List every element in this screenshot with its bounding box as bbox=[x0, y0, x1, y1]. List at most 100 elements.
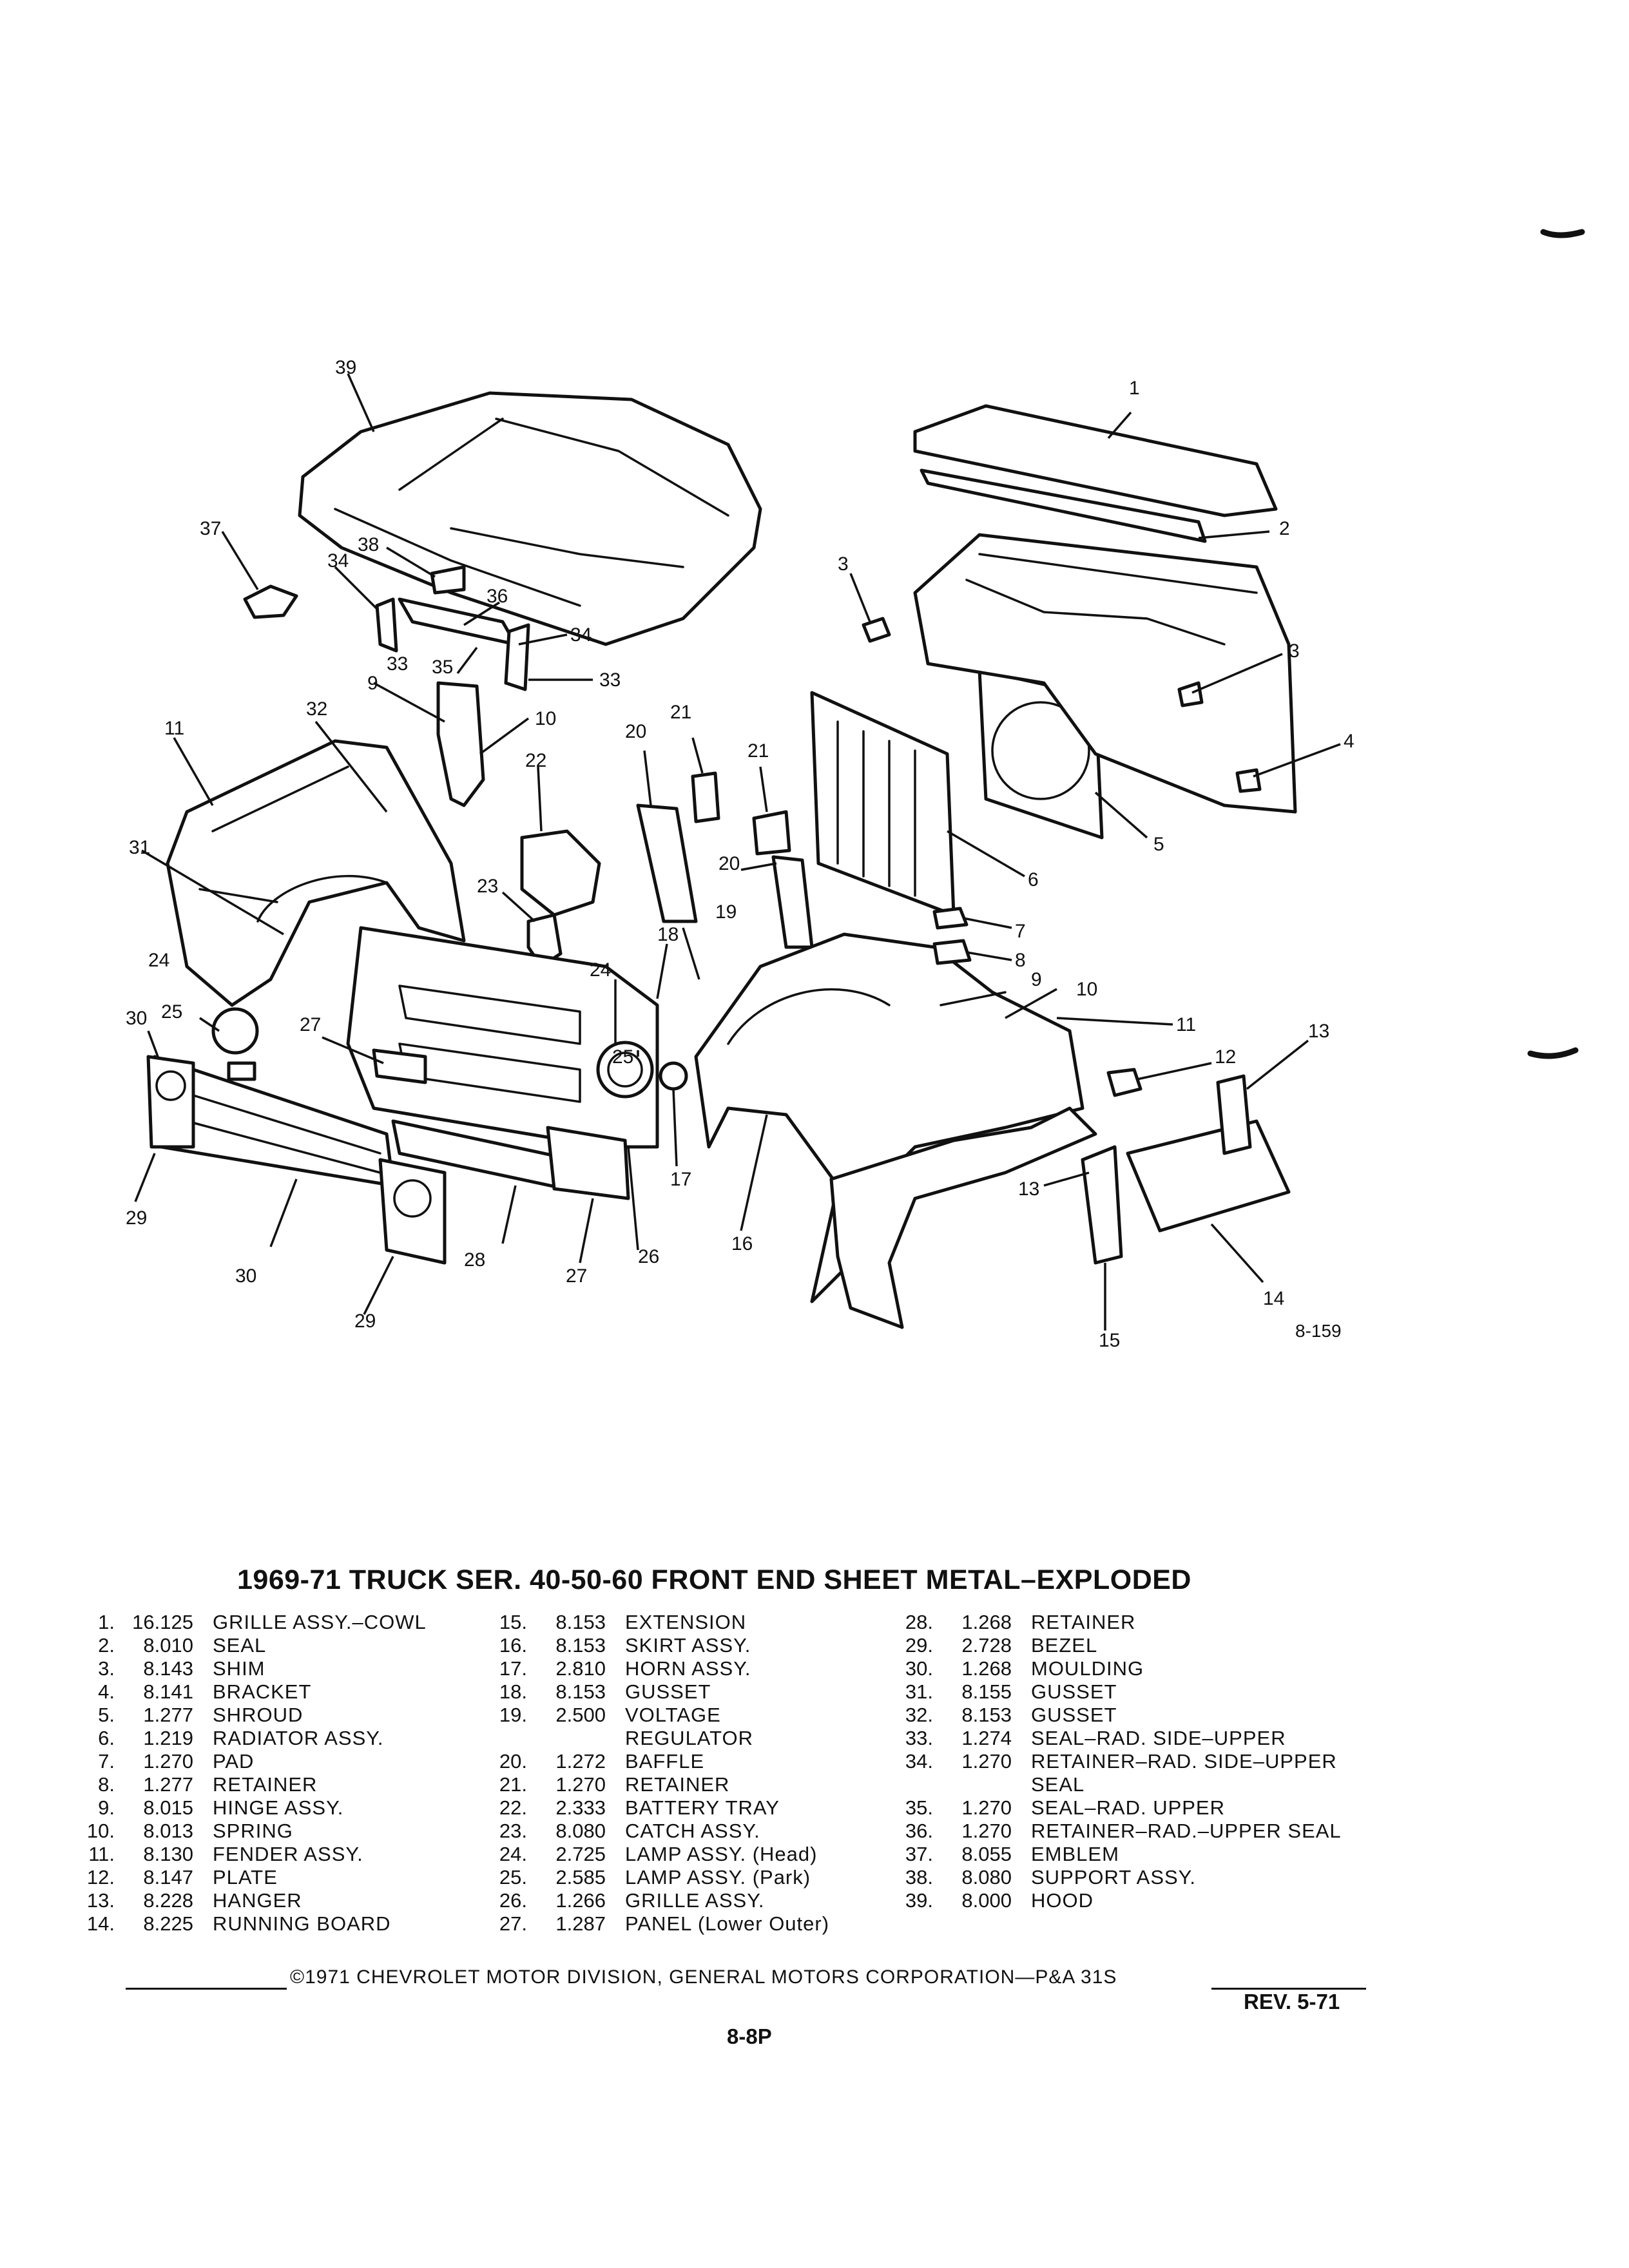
part-code: 8.080 bbox=[555, 1820, 606, 1842]
part-name: EMBLEM bbox=[1031, 1843, 1119, 1865]
part-name: REGULATOR bbox=[625, 1727, 754, 1749]
part-code: 8.015 bbox=[143, 1796, 193, 1819]
part-name: CATCH ASSY. bbox=[625, 1820, 760, 1842]
callout-27b: 27 bbox=[566, 1265, 587, 1287]
part-code: 8.000 bbox=[961, 1889, 1012, 1912]
part-number: 21. bbox=[499, 1773, 527, 1796]
bezel-part bbox=[378, 1158, 447, 1265]
lower-panel-part bbox=[546, 1126, 630, 1200]
part-number: 9. bbox=[98, 1796, 115, 1819]
part-name: RADIATOR ASSY. bbox=[213, 1727, 384, 1749]
callout-10b: 10 bbox=[535, 708, 556, 729]
part-code: 1.274 bbox=[961, 1727, 1012, 1749]
part-name: SEAL bbox=[1031, 1773, 1085, 1796]
callout-9: 9 bbox=[1031, 969, 1042, 990]
callout-22: 22 bbox=[525, 750, 546, 771]
horn-part bbox=[659, 1061, 688, 1091]
shim-part bbox=[1177, 681, 1204, 707]
part-code: 1.270 bbox=[961, 1750, 1012, 1773]
part-number: 16. bbox=[499, 1634, 527, 1657]
part-number: 4. bbox=[98, 1680, 115, 1703]
right-fender-part bbox=[694, 932, 1097, 1329]
callout-14: 14 bbox=[1263, 1288, 1284, 1309]
part-code: 1.268 bbox=[961, 1611, 1012, 1633]
part-code: 8.155 bbox=[961, 1680, 1012, 1703]
part-number: 35. bbox=[905, 1796, 933, 1819]
callout-26: 26 bbox=[638, 1246, 659, 1267]
shim-part bbox=[862, 617, 891, 643]
part-number: 36. bbox=[905, 1820, 933, 1842]
callout-27: 27 bbox=[300, 1014, 321, 1035]
callout-1: 1 bbox=[1129, 378, 1140, 399]
callout-3: 3 bbox=[838, 553, 849, 575]
part-number: 28. bbox=[905, 1611, 933, 1633]
part-name: GRILLE ASSY. bbox=[625, 1889, 765, 1912]
hood-part bbox=[298, 391, 762, 646]
part-name: PLATE bbox=[213, 1866, 278, 1888]
part-number: 7. bbox=[98, 1750, 115, 1773]
part-name: RETAINER–RAD.–UPPER SEAL bbox=[1031, 1820, 1342, 1842]
part-number: 27. bbox=[499, 1912, 527, 1935]
part-number: 8. bbox=[98, 1773, 115, 1796]
callout-2: 2 bbox=[1279, 518, 1290, 539]
part-name: MOULDING bbox=[1031, 1657, 1144, 1680]
cowl-grille-part bbox=[913, 404, 1278, 517]
part-code: 1.270 bbox=[961, 1820, 1012, 1842]
part-name: HINGE ASSY. bbox=[213, 1796, 344, 1819]
part-name: SKIRT ASSY. bbox=[625, 1634, 751, 1657]
part-name: LAMP ASSY. (Park) bbox=[625, 1866, 811, 1888]
baffle-part bbox=[636, 803, 698, 923]
part-number: 33. bbox=[905, 1727, 933, 1749]
support-part bbox=[430, 565, 466, 595]
part-number: 15. bbox=[499, 1611, 527, 1633]
part-number: 32. bbox=[905, 1704, 933, 1726]
callout-32: 32 bbox=[306, 698, 327, 720]
part-number: 5. bbox=[98, 1704, 115, 1726]
callout-23: 23 bbox=[477, 876, 498, 897]
callout-13b: 13 bbox=[1018, 1178, 1039, 1200]
callout-labels: 1 2 3 3 4 5 6 7 8 9 10 11 13 12 13 14 15… bbox=[126, 357, 1354, 1351]
leader-lines bbox=[134, 373, 1341, 1331]
part-name: GRILLE ASSY.–COWL bbox=[213, 1611, 427, 1633]
radiator-seal-parts bbox=[375, 597, 530, 691]
retainer-part bbox=[691, 771, 720, 823]
part-name: SUPPORT ASSY. bbox=[1031, 1866, 1196, 1888]
parts-list-row: 4. 8.141 BRACKET bbox=[77, 1680, 477, 1704]
part-name: BRACKET bbox=[213, 1680, 312, 1703]
part-name: SEAL–RAD. SIDE–UPPER bbox=[1031, 1727, 1286, 1749]
part-number: 11. bbox=[88, 1843, 115, 1865]
callout-24b: 24 bbox=[590, 959, 611, 981]
part-name: EXTENSION bbox=[625, 1611, 747, 1633]
part-name: SEAL bbox=[213, 1634, 267, 1657]
plate-part bbox=[1106, 1068, 1142, 1097]
callout-5: 5 bbox=[1153, 834, 1164, 855]
part-code: 2.810 bbox=[555, 1657, 606, 1680]
part-code: 16.125 bbox=[132, 1611, 193, 1633]
part-code: 1.268 bbox=[961, 1657, 1012, 1680]
part-name: RETAINER bbox=[625, 1773, 730, 1796]
callout-12: 12 bbox=[1215, 1046, 1236, 1068]
part-code: 1.272 bbox=[555, 1750, 606, 1773]
retainer-part bbox=[932, 939, 972, 965]
hinge-part bbox=[436, 681, 485, 807]
part-name: GUSSET bbox=[1031, 1680, 1117, 1703]
margin-mark bbox=[1527, 1047, 1579, 1059]
callout-21: 21 bbox=[670, 702, 691, 723]
callout-30b: 30 bbox=[235, 1265, 256, 1287]
parts-list-row: 33. 1.274 SEAL–RAD. SIDE–UPPER bbox=[896, 1727, 1411, 1750]
part-code: 8.141 bbox=[143, 1680, 193, 1703]
part-number: 19. bbox=[499, 1704, 527, 1726]
part-code: 2.725 bbox=[555, 1843, 606, 1865]
callout-25b: 25 bbox=[161, 1001, 182, 1023]
seal-part bbox=[920, 468, 1207, 543]
